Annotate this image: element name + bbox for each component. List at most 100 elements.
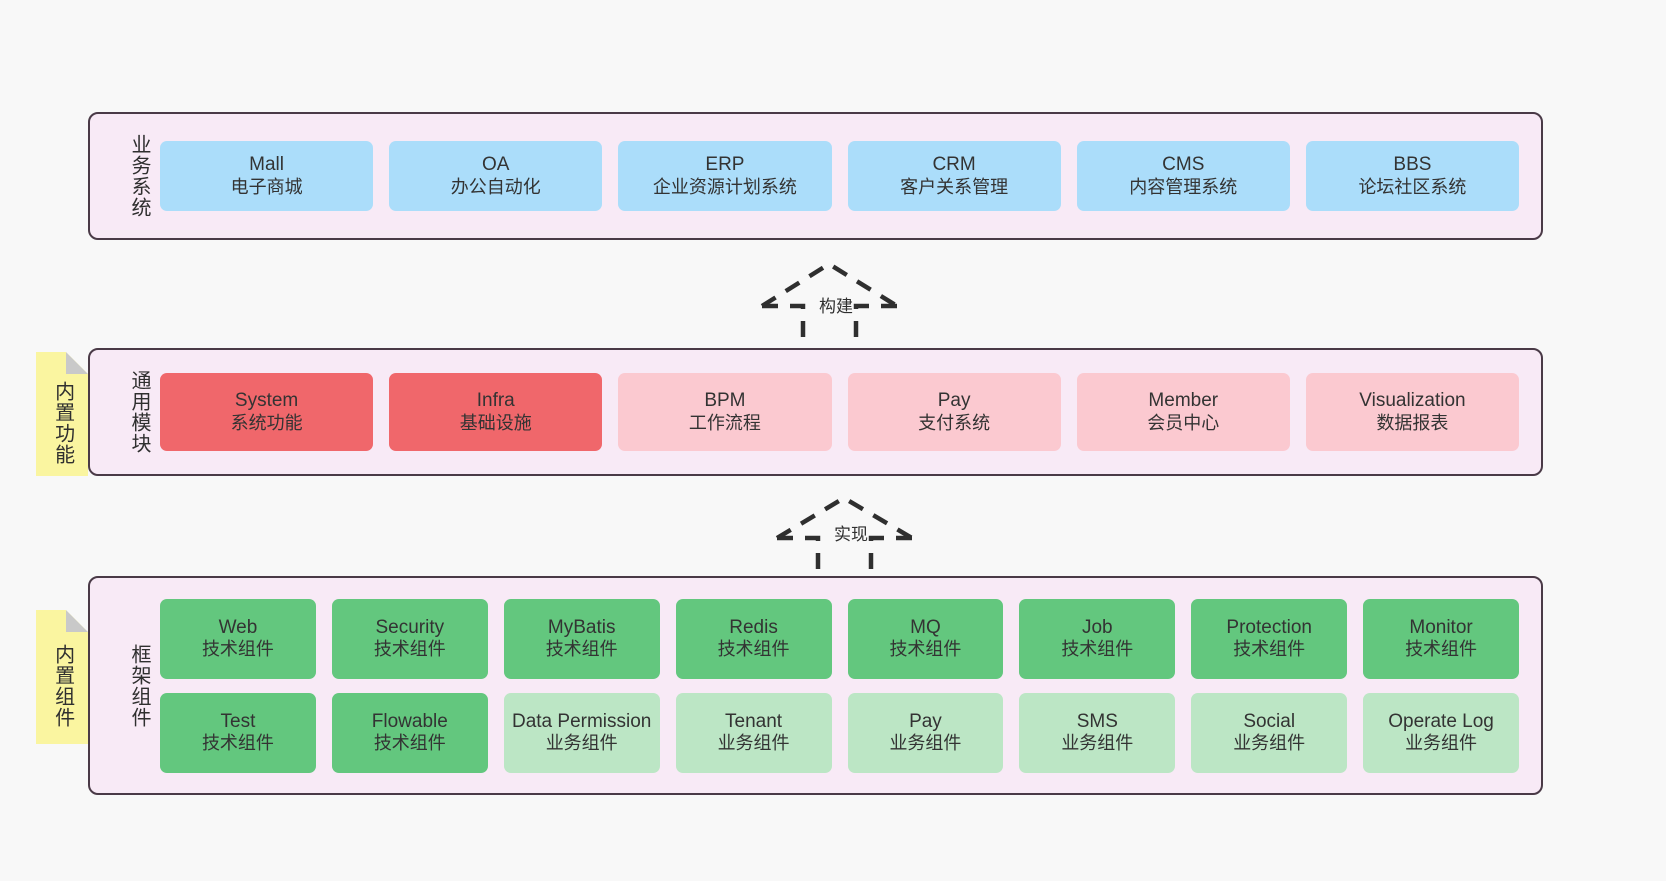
card-en-label: Job	[1081, 616, 1113, 638]
card-en-label: BBS	[1393, 154, 1432, 176]
business-card-mall[interactable]: Mall 电子商城	[160, 141, 374, 211]
card-cn-label: 技术组件	[1233, 639, 1306, 660]
common-card-system[interactable]: System 系统功能	[160, 373, 374, 451]
card-en-label: Security	[375, 616, 445, 638]
card-en-label: Flowable	[371, 710, 448, 732]
card-cn-label: 业务组件	[1233, 733, 1306, 754]
card-cn-label: 工作流程	[688, 412, 761, 433]
card-cn-label: 业务组件	[1061, 733, 1134, 754]
layer-common-module: 通用模块 System 系统功能 Infra 基础设施 BPM 工作流程 Pay…	[88, 348, 1543, 476]
framework-card-tenant[interactable]: Tenant 业务组件	[675, 692, 832, 773]
arrow-build: 构建	[757, 258, 902, 350]
common-card-pay[interactable]: Pay 支付系统	[847, 373, 1061, 451]
business-card-bbs[interactable]: BBS 论坛社区系统	[1305, 141, 1520, 211]
card-en-label: Operate Log	[1388, 710, 1494, 732]
framework-card-sms[interactable]: SMS 业务组件	[1019, 692, 1176, 773]
card-cn-label: 基础设施	[459, 412, 532, 433]
common-card-bpm[interactable]: BPM 工作流程	[618, 373, 832, 451]
framework-card-monitor[interactable]: Monitor 技术组件	[1363, 598, 1519, 679]
card-cn-label: 业务组件	[889, 733, 962, 754]
card-cn-label: 论坛社区系统	[1358, 176, 1467, 197]
card-cn-label: 电子商城	[230, 176, 303, 197]
card-cn-label: 技术组件	[373, 639, 446, 660]
arrow-shaft-left	[777, 535, 821, 570]
note-builtin-function: 内置功能	[36, 352, 88, 476]
card-cn-label: 技术组件	[545, 639, 618, 660]
layer-business-system: 业务系统 Mall 电子商城 OA 办公自动化 ERP 企业资源计划系统 CRM…	[88, 112, 1543, 240]
card-en-label: Web	[218, 616, 258, 638]
card-cn-label: 业务组件	[545, 733, 618, 754]
arrow-implement: 实现	[772, 492, 917, 572]
card-cn-label: 技术组件	[1061, 639, 1134, 660]
common-card-infra[interactable]: Infra 基础设施	[389, 373, 603, 451]
common-module-card-list: System 系统功能 Infra 基础设施 BPM 工作流程 Pay 支付系统…	[150, 350, 1541, 474]
framework-card-operate-log[interactable]: Operate Log 业务组件	[1363, 692, 1519, 773]
framework-card-protection[interactable]: Protection 技术组件	[1191, 598, 1348, 679]
arrow-implement-label: 实现	[834, 525, 868, 544]
note-builtin-component-label: 内置组件	[51, 644, 74, 728]
card-en-label: ERP	[705, 154, 745, 176]
business-card-cms[interactable]: CMS 内容管理系统	[1076, 141, 1290, 211]
card-cn-label: 支付系统	[918, 412, 991, 433]
framework-row-tech: Web 技术组件 Security 技术组件 MyBatis 技术组件 Redi…	[152, 598, 1527, 679]
framework-card-test[interactable]: Test 技术组件	[160, 692, 316, 773]
common-card-member[interactable]: Member 会员中心	[1076, 373, 1290, 451]
framework-card-job[interactable]: Job 技术组件	[1019, 598, 1176, 679]
layer-framework-component-title: 框架组件	[128, 643, 150, 728]
card-en-label: Social	[1243, 710, 1296, 732]
note-fold-corner-icon	[66, 610, 88, 632]
common-card-visualization[interactable]: Visualization 数据报表	[1305, 373, 1520, 451]
note-fold-corner-icon	[66, 352, 88, 374]
card-en-label: MQ	[910, 616, 941, 638]
card-en-label: Member	[1148, 390, 1219, 412]
card-en-label: Redis	[729, 616, 778, 638]
card-en-label: Visualization	[1359, 390, 1466, 412]
framework-card-web[interactable]: Web 技术组件	[160, 598, 316, 679]
card-cn-label: 技术组件	[1405, 639, 1478, 660]
business-system-card-list: Mall 电子商城 OA 办公自动化 ERP 企业资源计划系统 CRM 客户关系…	[150, 114, 1541, 238]
framework-card-pay[interactable]: Pay 业务组件	[847, 692, 1004, 773]
framework-card-security[interactable]: Security 技术组件	[331, 598, 488, 679]
business-card-erp[interactable]: ERP 企业资源计划系统	[618, 141, 832, 211]
framework-card-data-permission[interactable]: Data Permission 业务组件	[503, 692, 660, 773]
note-builtin-function-label: 内置功能	[51, 381, 74, 465]
card-en-label: Infra	[476, 390, 515, 412]
layer-common-module-title: 通用模块	[128, 370, 150, 454]
card-en-label: Data Permission	[511, 710, 652, 732]
business-card-oa[interactable]: OA 办公自动化	[389, 141, 603, 211]
card-en-label: Pay	[937, 390, 971, 412]
card-cn-label: 技术组件	[201, 733, 274, 754]
arrow-shaft-right	[868, 535, 912, 570]
framework-card-social[interactable]: Social 业务组件	[1191, 692, 1348, 773]
card-en-label: Mall	[249, 154, 284, 176]
framework-card-redis[interactable]: Redis 技术组件	[675, 598, 832, 679]
card-cn-label: 客户关系管理	[900, 176, 1009, 197]
card-cn-label: 技术组件	[373, 733, 446, 754]
arrow-shaft-left	[762, 303, 806, 348]
arrow-build-label: 构建	[819, 297, 853, 316]
framework-card-mybatis[interactable]: MyBatis 技术组件	[503, 598, 660, 679]
card-en-label: CRM	[932, 154, 976, 176]
layer-business-system-title: 业务系统	[128, 134, 150, 218]
card-cn-label: 业务组件	[1405, 733, 1478, 754]
card-cn-label: 技术组件	[889, 639, 962, 660]
framework-card-mq[interactable]: MQ 技术组件	[847, 598, 1004, 679]
card-en-label: MyBatis	[547, 616, 616, 638]
card-en-label: Protection	[1226, 616, 1312, 638]
card-cn-label: 内容管理系统	[1129, 176, 1238, 197]
card-en-label: Monitor	[1409, 616, 1473, 638]
framework-component-card-list: Web 技术组件 Security 技术组件 MyBatis 技术组件 Redi…	[150, 578, 1541, 793]
card-cn-label: 业务组件	[717, 733, 790, 754]
card-cn-label: 办公自动化	[450, 176, 541, 197]
card-en-label: Pay	[909, 710, 942, 732]
business-card-crm[interactable]: CRM 客户关系管理	[847, 141, 1061, 211]
card-en-label: Tenant	[725, 710, 783, 732]
card-cn-label: 会员中心	[1147, 412, 1220, 433]
card-cn-label: 系统功能	[230, 412, 303, 433]
card-en-label: Test	[220, 710, 256, 732]
framework-card-flowable[interactable]: Flowable 技术组件	[331, 692, 488, 773]
card-en-label: OA	[482, 154, 510, 176]
card-cn-label: 数据报表	[1376, 412, 1449, 433]
framework-row-business: Test 技术组件 Flowable 技术组件 Data Permission …	[152, 692, 1527, 773]
